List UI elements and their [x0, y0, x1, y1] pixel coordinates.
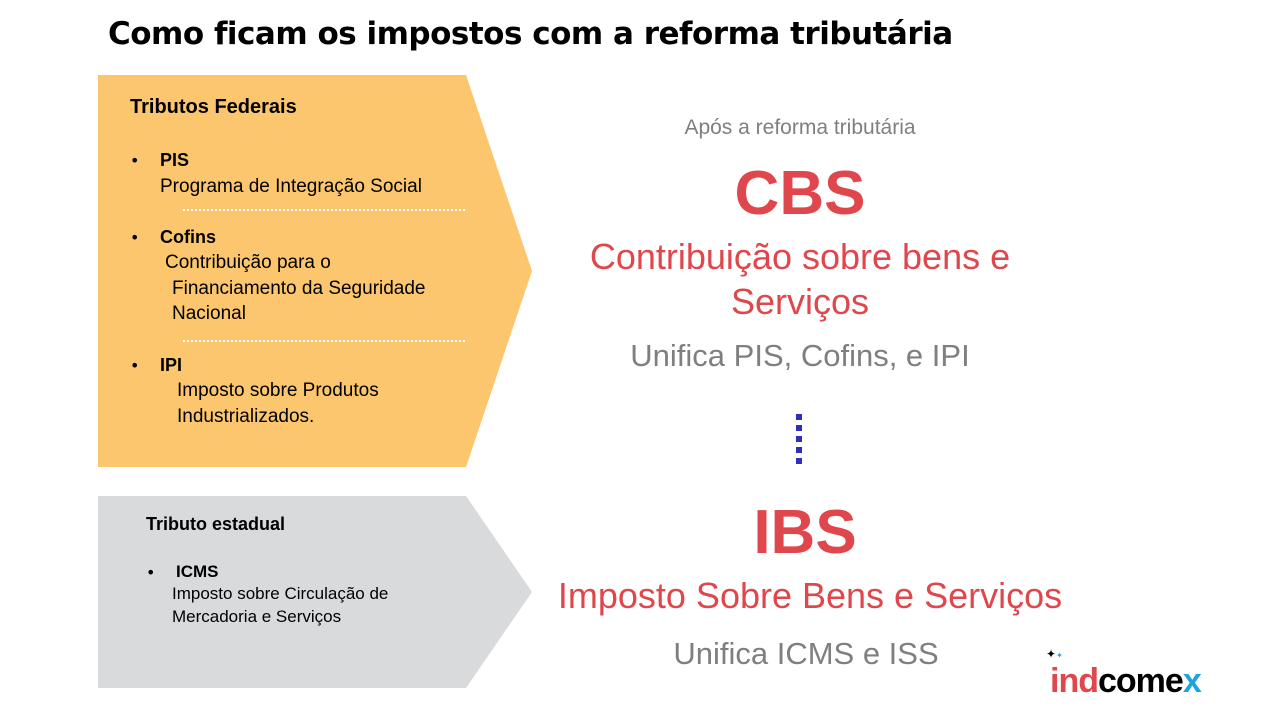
- pis-name: PIS: [160, 150, 190, 170]
- divider: [183, 209, 465, 211]
- estadual-heading: Tributo estadual: [146, 514, 286, 534]
- icms-desc: Imposto sobre Circulação de: [172, 584, 389, 603]
- ibs-note: Unifica ICMS e ISS: [673, 636, 939, 671]
- estadual-arrow: [98, 496, 532, 688]
- bullet: •: [130, 228, 140, 247]
- icms-desc: Mercadoria e Serviços: [172, 607, 342, 626]
- page-title: Como ficam os impostos com a reforma tri…: [108, 16, 953, 52]
- cbs-note: Unifica PIS, Cofins, e IPI: [630, 338, 970, 373]
- cbs-caption: Após a reforma tributária: [684, 116, 916, 139]
- sparkle-icon: ✦✦: [1046, 647, 1063, 661]
- bullet: •: [130, 356, 140, 375]
- divider: [183, 340, 465, 342]
- cbs-full-name: Serviços: [730, 281, 870, 322]
- cbs-full-name: Contribuição sobre bens e: [589, 236, 1011, 277]
- cbs-acronym: CBS: [734, 159, 866, 228]
- icms-name: ICMS: [176, 562, 219, 581]
- cofins-desc: Nacional: [172, 303, 246, 324]
- federal-heading: Tributos Federais: [130, 96, 297, 118]
- bullet: •: [130, 151, 140, 170]
- ibs-full-name: Imposto Sobre Bens e Serviços: [557, 575, 1063, 616]
- ipi-desc: Industrializados.: [177, 406, 315, 427]
- cofins-desc: Contribuição para o: [165, 252, 331, 273]
- ipi-desc: Imposto sobre Produtos: [177, 380, 379, 401]
- bullet: •: [146, 563, 156, 582]
- indcomex-logo: indcomex: [1050, 662, 1202, 700]
- cofins-desc: Financiamento da Seguridade: [172, 278, 426, 299]
- cofins-name: Cofins: [160, 227, 216, 247]
- vertical-dotted-connector: [796, 414, 802, 464]
- ibs-acronym: IBS: [753, 498, 857, 567]
- federal-arrow: [98, 75, 532, 467]
- pis-desc: Programa de Integração Social: [160, 176, 422, 197]
- ipi-name: IPI: [160, 355, 183, 375]
